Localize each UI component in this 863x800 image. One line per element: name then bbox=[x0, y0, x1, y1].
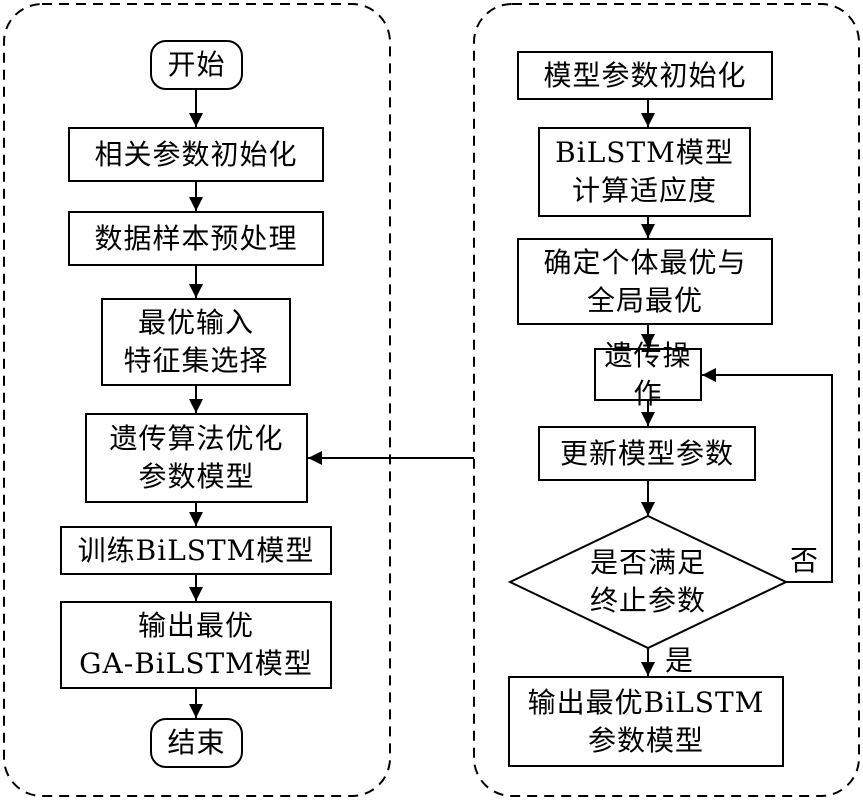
end-node: 结束 bbox=[150, 718, 243, 768]
ga-optimize-step: 遗传算法优化 参数模型 bbox=[85, 413, 308, 503]
fitness-step: BiLSTM模型 计算适应度 bbox=[538, 127, 751, 217]
genetic-ops-step: 遗传操作 bbox=[594, 339, 702, 410]
output-bilstm-step: 输出最优BiLSTM 参数模型 bbox=[508, 676, 784, 767]
decision-label: 是否满足 终止参数 bbox=[589, 546, 706, 617]
update-params-step: 更新模型参数 bbox=[538, 426, 756, 481]
feature-select-step: 最优输入 特征集选择 bbox=[101, 298, 291, 386]
train-step: 训练BiLSTM模型 bbox=[60, 526, 332, 575]
no-label: 否 bbox=[790, 544, 819, 577]
right-panel-frame bbox=[473, 3, 860, 797]
arrow-no-loop-back bbox=[702, 368, 833, 583]
yes-label: 是 bbox=[665, 644, 694, 677]
left-panel-frame bbox=[3, 3, 391, 797]
start-node: 开始 bbox=[150, 40, 243, 90]
decision-diamond bbox=[507, 514, 789, 650]
output-ga-bilstm-step: 输出最优 GA-BiLSTM模型 bbox=[60, 601, 332, 689]
preprocess-step: 数据样本预处理 bbox=[68, 211, 324, 266]
model-init-step: 模型参数初始化 bbox=[517, 51, 773, 100]
best-selection-step: 确定个体最优与 全局最优 bbox=[517, 238, 773, 325]
init-params-step: 相关参数初始化 bbox=[68, 127, 324, 182]
